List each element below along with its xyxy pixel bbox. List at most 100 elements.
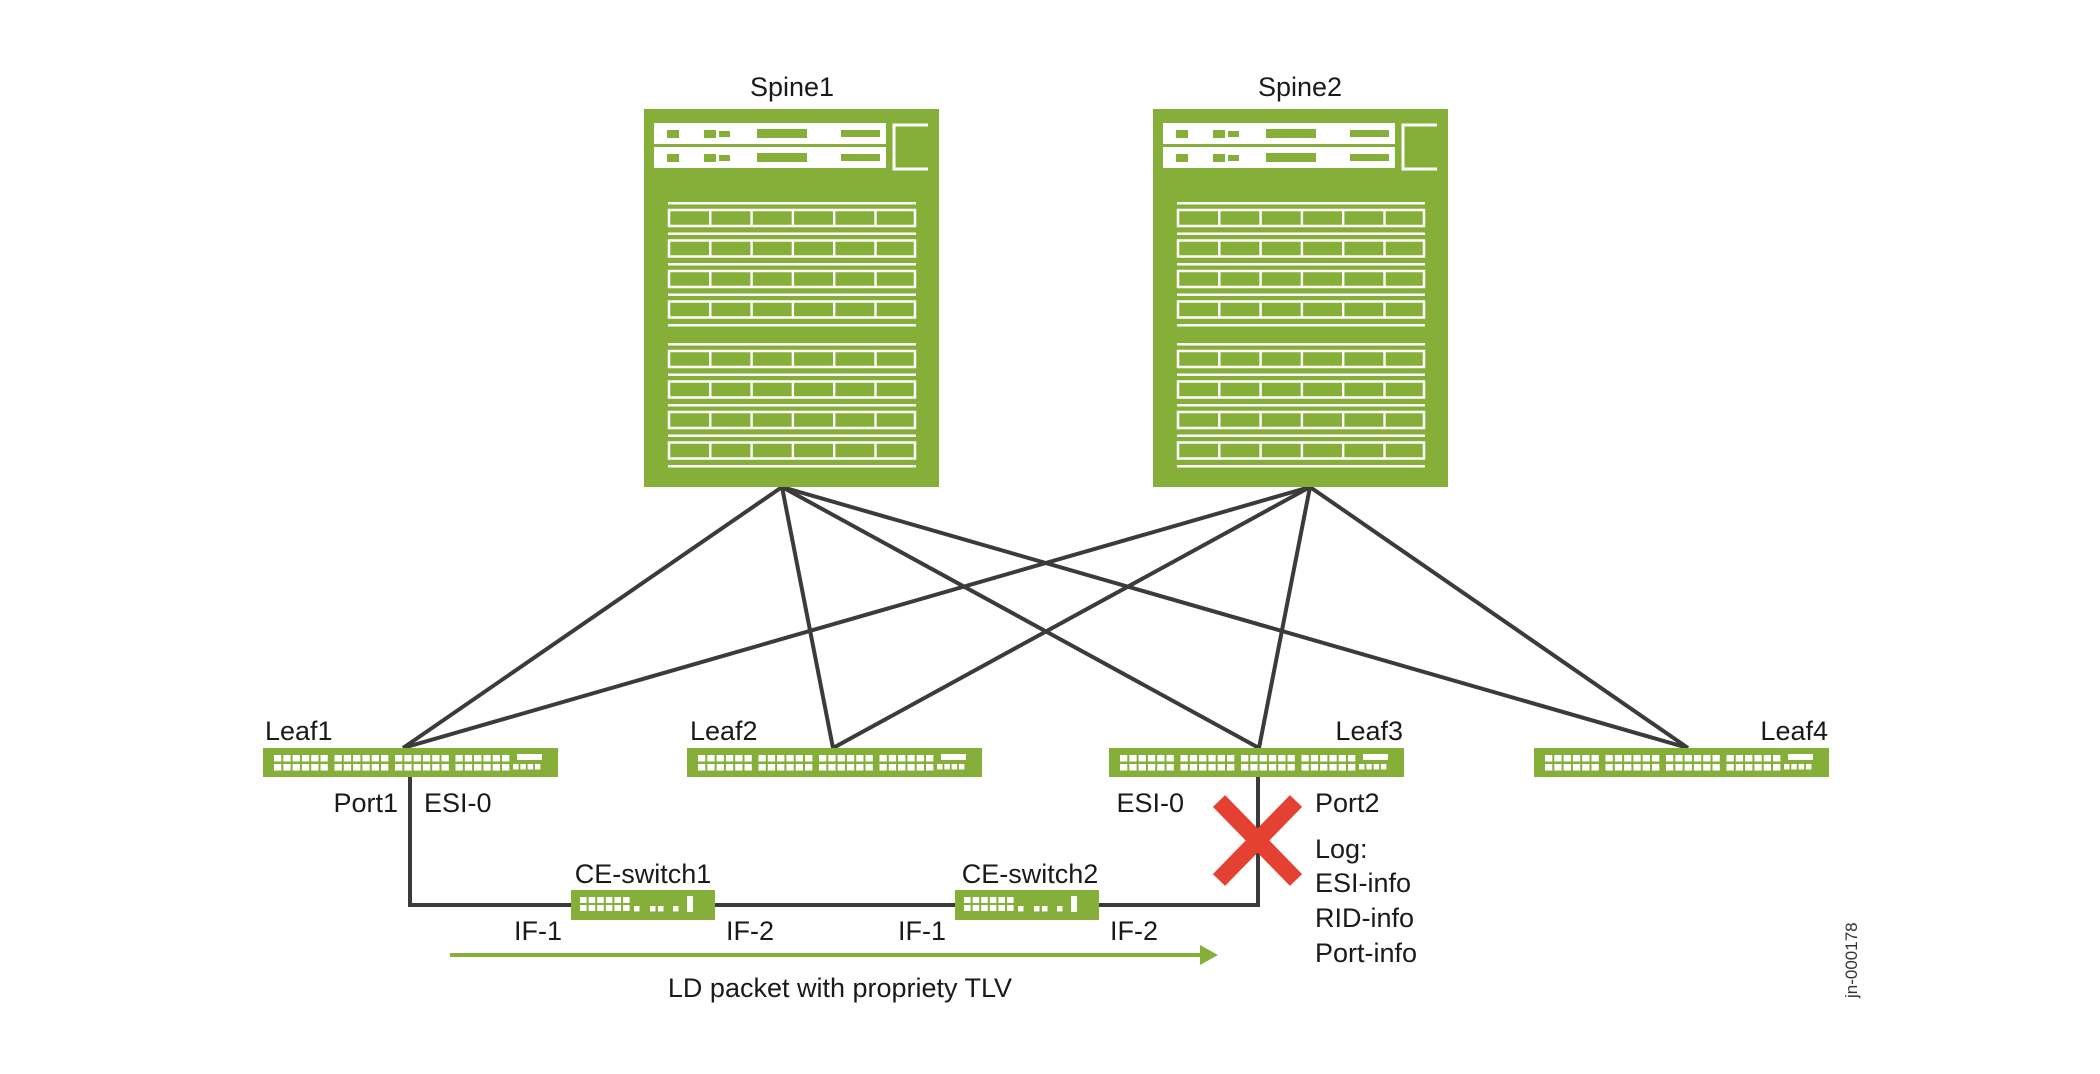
figure-id: jn-000178	[1842, 922, 1861, 999]
port	[1693, 755, 1702, 762]
port	[744, 764, 752, 771]
port	[888, 764, 897, 771]
port	[1268, 755, 1277, 762]
ce1-if-right: IF-2	[726, 916, 774, 946]
port	[1157, 755, 1165, 762]
port	[786, 764, 794, 771]
ce2-if-left: IF-1	[898, 916, 946, 946]
port	[795, 755, 803, 762]
port	[1591, 755, 1599, 762]
port	[1199, 764, 1207, 771]
port	[856, 764, 864, 771]
port	[805, 764, 813, 771]
port	[1227, 764, 1235, 771]
log-line-rid: RID-info	[1315, 903, 1414, 933]
port	[1208, 764, 1216, 771]
port	[1563, 755, 1571, 762]
port	[707, 764, 715, 771]
port	[1138, 755, 1146, 762]
port	[274, 764, 282, 771]
port	[777, 764, 785, 771]
port	[292, 755, 300, 762]
port	[301, 764, 310, 771]
failure-x-icon	[1212, 795, 1303, 886]
port	[1241, 755, 1249, 762]
port	[1773, 764, 1781, 771]
port	[492, 755, 500, 762]
port	[1338, 764, 1346, 771]
port	[311, 755, 319, 762]
uplink-port	[958, 764, 965, 770]
uplink-port	[1798, 764, 1805, 770]
uplink-port	[1791, 764, 1797, 770]
leaf3-esi-label: ESI-0	[1116, 788, 1184, 818]
port	[725, 764, 734, 771]
port	[716, 764, 724, 771]
port	[998, 897, 1005, 903]
port	[1591, 764, 1599, 771]
port	[1652, 755, 1660, 762]
port	[1278, 755, 1286, 762]
port	[301, 755, 310, 762]
uplink-port	[513, 764, 519, 770]
port	[1120, 755, 1128, 762]
port	[353, 764, 361, 771]
port	[1120, 764, 1128, 771]
packet-arrow-label: LD packet with propriety TLV	[668, 973, 1012, 1003]
port	[614, 905, 621, 911]
port	[1259, 764, 1267, 771]
fabric-link-spine1-leaf2	[780, 486, 835, 749]
port	[1666, 764, 1674, 771]
port	[371, 755, 379, 762]
port	[707, 755, 715, 762]
port	[856, 755, 864, 762]
port	[819, 764, 827, 771]
port	[343, 764, 352, 771]
port	[1166, 755, 1174, 762]
port	[1042, 906, 1048, 912]
uplink-port	[534, 764, 541, 770]
leaf2-label: Leaf2	[690, 716, 758, 746]
leaf4-body	[1534, 748, 1829, 777]
port	[1320, 755, 1328, 762]
ce2-if-right: IF-2	[1110, 916, 1158, 946]
leaf3-label: Leaf3	[1335, 716, 1403, 746]
port	[1754, 764, 1762, 771]
port	[597, 905, 604, 911]
fabric-link-spine2-leaf1	[402, 485, 1311, 750]
port	[395, 755, 403, 762]
log-line-esi: ESI-info	[1315, 868, 1411, 898]
fabric-links	[401, 485, 1690, 750]
port	[972, 905, 980, 911]
port	[334, 755, 342, 762]
port	[1147, 755, 1156, 762]
port	[343, 755, 352, 762]
fabric-link-spine2-leaf2	[832, 485, 1311, 750]
port	[1754, 755, 1762, 762]
port	[1763, 764, 1771, 771]
port	[320, 764, 328, 771]
port	[362, 755, 370, 762]
port	[1329, 755, 1337, 762]
port	[371, 764, 379, 771]
port	[964, 897, 971, 903]
port	[1633, 764, 1641, 771]
port	[1250, 764, 1258, 771]
leaf3-switch	[1109, 748, 1404, 777]
port	[474, 755, 482, 762]
port	[735, 755, 743, 762]
port	[1217, 755, 1225, 762]
leaf1-esi-label: ESI-0	[424, 788, 492, 818]
port	[283, 755, 291, 762]
port	[1287, 764, 1295, 771]
port	[981, 897, 988, 903]
port	[1217, 764, 1225, 771]
port	[1563, 764, 1571, 771]
port	[588, 897, 596, 903]
port	[926, 755, 934, 762]
port	[1227, 755, 1235, 762]
port	[483, 764, 491, 771]
port	[828, 755, 836, 762]
port	[464, 755, 473, 762]
